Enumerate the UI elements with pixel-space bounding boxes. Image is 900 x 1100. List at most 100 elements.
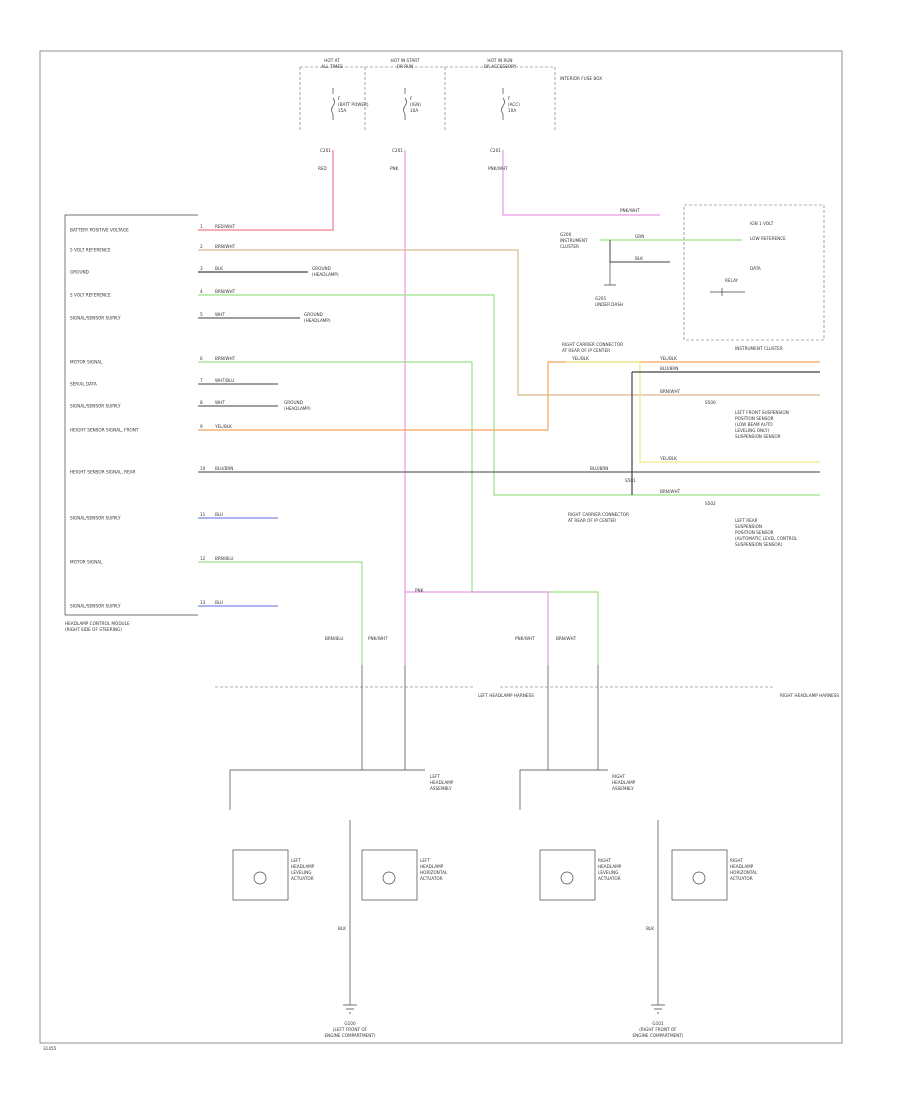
left-ground-b: (LEFT FRONT OF [333,1027,368,1032]
fuse-3-name-c: 10A [508,108,516,113]
ground-tag-1a: GROUND [312,266,331,271]
module-pin-label: SERIAL DATA [70,382,97,387]
fuse-3-label-2: OR ACCESSORY [484,64,517,69]
svg-text:CLUSTER: CLUSTER [560,244,579,249]
svg-text:ENGINE COMPARTMENT): ENGINE COMPARTMENT) [324,1033,375,1038]
svg-text:(RIGHT FRONT OF: (RIGHT FRONT OF [639,1027,677,1032]
harness-wire-4: BRN/WHT [556,636,577,641]
headlamp-actuator-box [361,849,418,901]
svg-text:1: 1 [200,224,203,229]
svg-text:PNK/WHT: PNK/WHT [368,636,388,641]
wire-height-front [198,361,820,431]
front-comp-3: (LOW BEAM AUTO [735,422,773,427]
svg-text:(LEFT FRONT OF: (LEFT FRONT OF [333,1027,368,1032]
ground-tag-1b: (HEADLAMP) [312,272,339,277]
left-assembly-2: HEADLAMP [430,780,454,785]
left-assembly-1: LEFT [430,774,440,779]
svg-text:HEADLAMP CONTROL MODULE: HEADLAMP CONTROL MODULE [65,621,130,626]
right-ground-a: G101 [652,1021,664,1026]
wire-f3-color: PNK/WHT [488,166,508,171]
right-assembly-1: RIGHT [612,774,626,779]
cluster-input-1: IGN 1 VOLT [750,221,774,226]
svg-text:(BATT POWER): (BATT POWER) [338,102,369,107]
svg-text:S502: S502 [705,501,716,506]
svg-text:G101: G101 [652,1021,664,1026]
svg-text:RIGHT HEADLAMP HARNESS: RIGHT HEADLAMP HARNESS [780,693,839,698]
splice-label-1a: G201 [595,296,607,301]
svg-text:ENGINE COMPARTMENT): ENGINE COMPARTMENT) [632,1033,683,1038]
svg-text:HEADLAMP: HEADLAMP [430,780,454,785]
svg-text:BLU: BLU [215,600,223,605]
left-assembly-3: ASSEMBLY [430,786,452,791]
svg-text:ASSEMBLY: ASSEMBLY [430,786,452,791]
figure-id: 31455 [43,1046,57,1051]
svg-text:INSTRUMENT CLUSTER: INSTRUMENT CLUSTER [735,346,783,351]
svg-text:DATA: DATA [750,266,761,271]
rear-comp-4: (AUTOMATIC LEVEL CONTROL [735,536,798,541]
svg-text:S500: S500 [705,400,716,405]
fuse-3-name-a: F [508,96,511,101]
wire-acc-to-headlamps [405,591,549,665]
rear-comp-2: SUSPENSION [735,524,762,529]
svg-text:10A: 10A [410,108,418,113]
ground-tag-2b: (HEADLAMP) [304,318,331,323]
actuator-label: HORIZONTAL [420,870,448,875]
motor-icon [692,871,706,885]
svg-text:RIGHT CARRIER CONNECTOR: RIGHT CARRIER CONNECTOR [562,342,623,347]
svg-text:PNK/WHT: PNK/WHT [488,166,508,171]
svg-text:10: 10 [200,466,206,471]
left-harness-label: LEFT HEADLAMP HARNESS [478,693,534,698]
svg-text:12: 12 [200,556,206,561]
svg-text:RIGHT CARRIER CONNECTOR: RIGHT CARRIER CONNECTOR [568,512,629,517]
actuator-label: RIGHT [730,858,744,863]
splice-label-2: S500 [705,400,716,405]
svg-text:BLK: BLK [215,266,223,271]
module-pin-label: HEIGHT SENSOR SIGNAL, REAR [70,470,135,475]
right-headlamp-assembly [519,769,608,810]
splice-label-3: S501 [625,478,636,483]
svg-text:INTERIOR FUSE BOX: INTERIOR FUSE BOX [560,76,602,81]
svg-text:BRN/WHT: BRN/WHT [215,356,236,361]
svg-text:LEFT REAR: LEFT REAR [735,518,758,523]
module-pin-label: SIGNAL/SENSOR SUPPLY [70,316,121,321]
wire-f2-color: PNK [390,166,399,171]
wire-batt-color: RED/WHT [215,224,235,229]
svg-text:15A: 15A [338,108,346,113]
motor-icon [382,871,396,885]
svg-text:(ACC): (ACC) [508,102,520,107]
instrument-cluster [683,204,825,341]
actuator-label: LEFT [291,858,301,863]
svg-text:WHT/BLU: WHT/BLU [215,378,234,383]
fuse-2-label: HOT IN START [391,58,420,63]
harness-wire-3: PNK/WHT [515,636,535,641]
svg-text:YEL/BLK: YEL/BLK [214,424,232,429]
svg-text:C201: C201 [392,148,403,153]
motor-icon [253,871,267,885]
wire-ref2-color: BRN/WHT [215,289,236,294]
actuator-label: LEFT [420,858,430,863]
svg-text:BRN/WHT: BRN/WHT [556,636,577,641]
left-ground-icon [343,1004,357,1014]
svg-text:WHT: WHT [215,400,225,405]
svg-text:RIGHT: RIGHT [612,774,626,779]
svg-text:31455: 31455 [43,1046,57,1051]
svg-text:HOT IN START: HOT IN START [391,58,420,63]
svg-text:BLU/BRN: BLU/BRN [660,366,678,371]
svg-text:OR ACCESSORY: OR ACCESSORY [484,64,517,69]
module-name-1: HEADLAMP CONTROL MODULE [65,621,130,626]
module-pin-label: SIGNAL/SENSOR SUPPLY [70,516,121,521]
svg-text:PNK: PNK [390,166,399,171]
svg-text:C201: C201 [320,148,331,153]
svg-text:RED: RED [318,166,327,171]
svg-text:2: 2 [200,244,203,249]
front-comp-4: LEVELING ONLY) [735,428,770,433]
svg-text:SUSPENSION SENSOR): SUSPENSION SENSOR) [735,542,783,547]
svg-text:RED/WHT: RED/WHT [215,224,235,229]
svg-text:BRN/BLU: BRN/BLU [325,636,343,641]
wire-ref1-color: BRN/WHT [215,244,236,249]
wire-hsR-color: BLU/BRN [215,466,233,471]
wire-fuse-3 [502,150,660,216]
svg-text:13: 13 [200,600,206,605]
front-comp-1: LEFT FRONT SUSPENSION [735,410,789,415]
